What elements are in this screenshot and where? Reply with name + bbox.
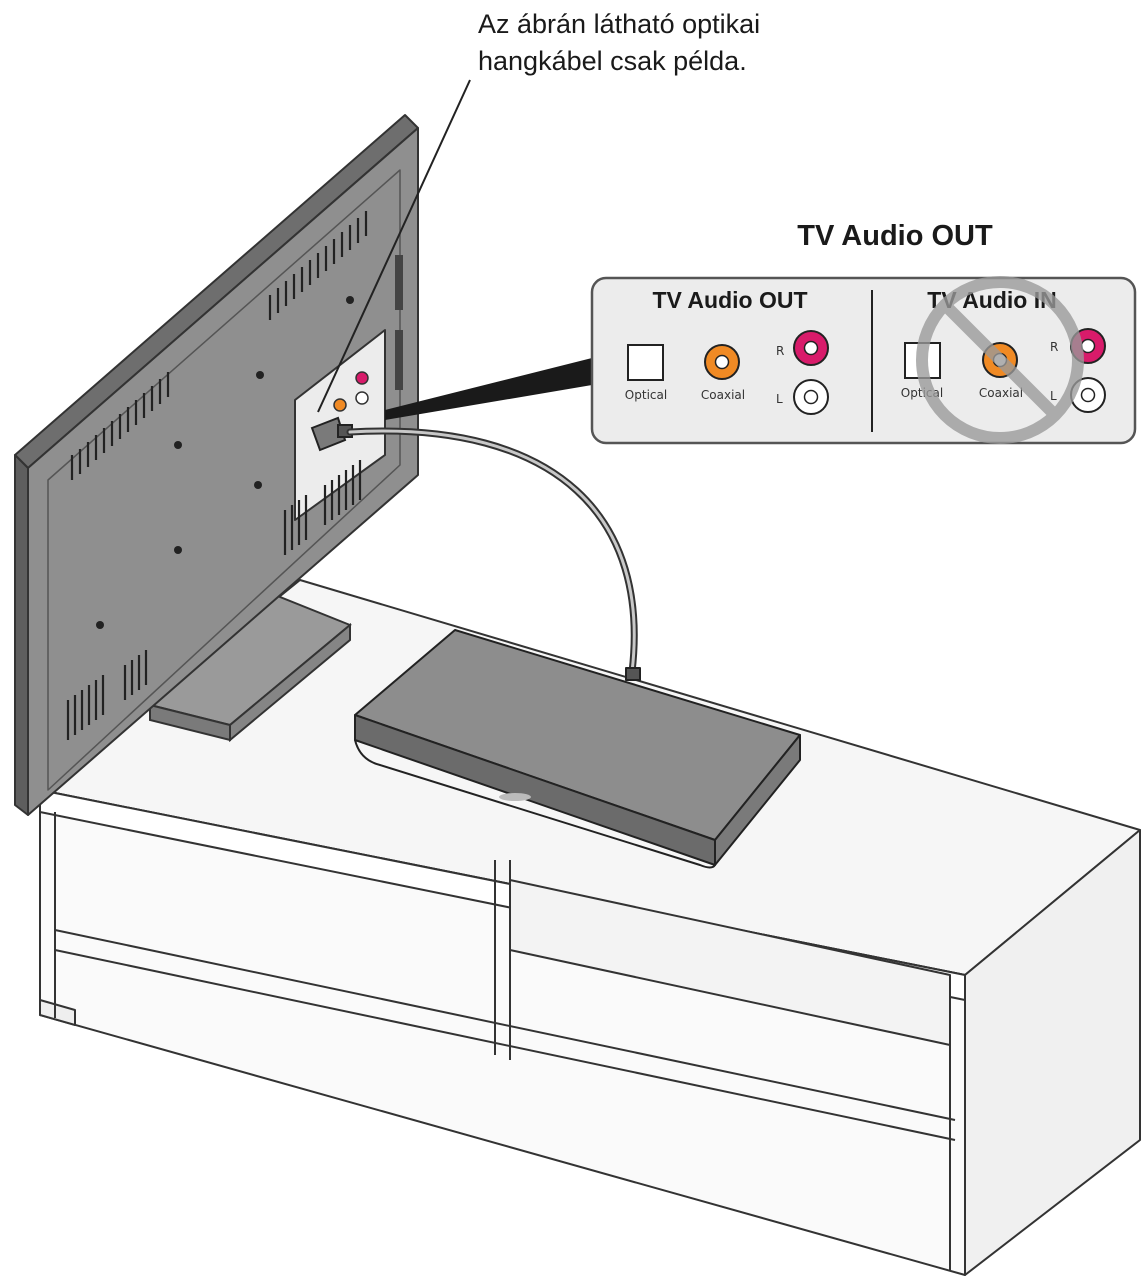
in-coaxial-label: Coaxial: [979, 386, 1023, 400]
tv-port-left: [355, 391, 369, 405]
stand-base-side: [229, 622, 351, 743]
out-l-label: L: [776, 392, 783, 406]
console-connector: [625, 667, 641, 681]
prohibited-icon: [916, 276, 1084, 444]
audio-in-group: TV Audio IN Optical Coaxial R L: [901, 276, 1106, 444]
tv-side-slot: [395, 330, 403, 390]
out-coaxial-label: Coaxial: [701, 388, 745, 402]
out-optical-label: Optical: [625, 388, 667, 402]
audio-out-title: TV Audio OUT: [652, 287, 807, 313]
panel-pointer: [385, 358, 592, 420]
vent-bottom-left: [66, 650, 148, 740]
tv-cabinet: [39, 579, 1141, 1276]
cabinet-leg: [39, 999, 76, 1026]
in-rca-left-center: [1080, 387, 1096, 403]
bose-logo-icon: [499, 793, 531, 801]
connector-panel: TV Audio OUT Optical Coaxial R L TV Audi…: [590, 276, 1137, 445]
rca-left-center: [803, 389, 819, 405]
vent-bottom-right: [283, 460, 362, 555]
cabinet-side: [964, 829, 1141, 1276]
tv-ports: [333, 371, 369, 412]
callout-text-line-2: hangkábel csak példa.: [478, 46, 747, 76]
optical-port-icon: [627, 344, 664, 381]
panel-box: [590, 276, 1137, 445]
callout-text-line-1: Az ábrán látható optikai: [478, 9, 760, 39]
tv-side-slot: [395, 255, 403, 310]
vent-top-left: [70, 372, 170, 480]
tv-port-right: [355, 371, 369, 385]
tv-bezel: [14, 454, 29, 816]
rca-right-center: [803, 340, 819, 356]
cabinet-shelf-line: [54, 949, 956, 1141]
tv-stand: [148, 583, 352, 743]
console-side: [714, 734, 801, 866]
optical-cable-core: [348, 429, 636, 674]
coaxial-port-center: [714, 354, 730, 370]
audio-console: [354, 629, 801, 869]
tv-vents: [66, 211, 403, 740]
audio-out-group: TV Audio OUT Optical Coaxial R L: [625, 287, 829, 415]
tv-screw-holes: [96, 296, 354, 629]
vent-top-right: [268, 211, 368, 320]
in-l-label: L: [1050, 389, 1057, 403]
callout-leader-line: [317, 79, 471, 413]
tv-port-coaxial: [333, 398, 347, 412]
panel-heading: TV Audio OUT: [797, 220, 993, 252]
out-r-label: R: [776, 344, 784, 358]
tv-back-panel: [47, 169, 401, 791]
console-bottom-edge: [354, 739, 716, 869]
in-r-label: R: [1050, 340, 1058, 354]
cabinet-shelf-line: [54, 929, 956, 1121]
